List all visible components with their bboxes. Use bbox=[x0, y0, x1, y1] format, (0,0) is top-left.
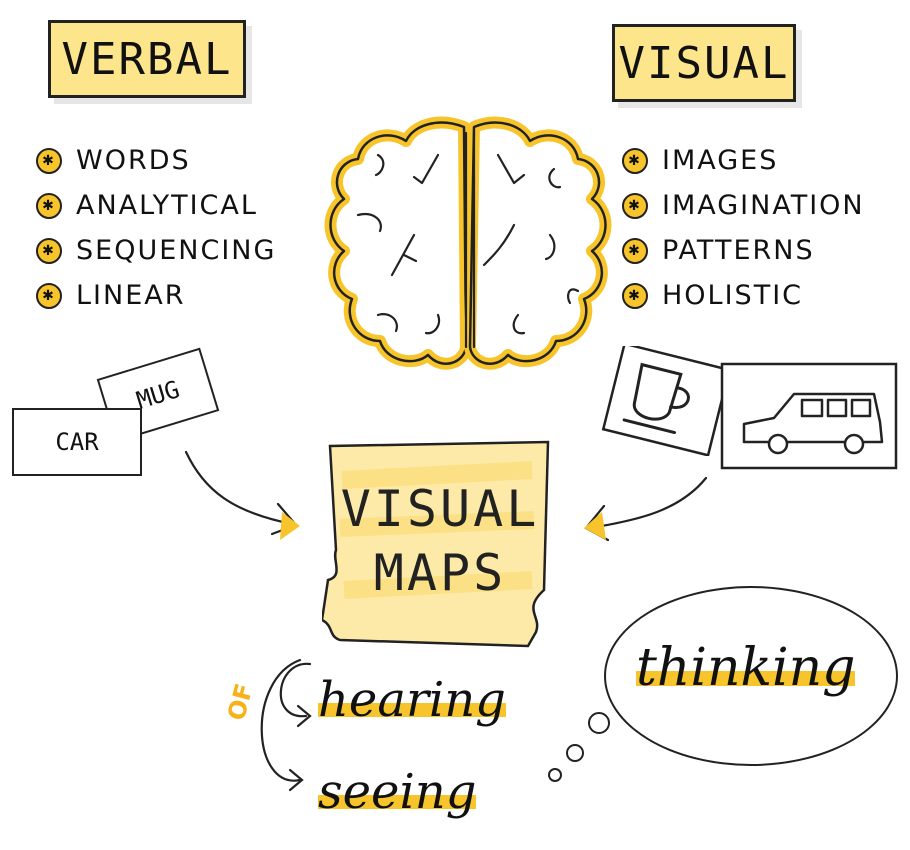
car-word-card: CAR bbox=[12, 408, 142, 476]
list-item: ✱ SEQUENCING bbox=[36, 228, 276, 273]
list-item: ✱ LINEAR bbox=[36, 273, 276, 318]
list-item-label: IMAGES bbox=[662, 145, 779, 176]
visual-title: VISUAL bbox=[618, 37, 790, 89]
list-item-label: SEQUENCING bbox=[76, 235, 277, 266]
list-item: ✱ HOLISTIC bbox=[622, 273, 865, 318]
list-item-label: LINEAR bbox=[76, 280, 186, 311]
list-item-label: IMAGINATION bbox=[662, 190, 865, 221]
thought-bubble-dot-large bbox=[588, 712, 610, 734]
verbal-list: ✱ WORDS ✱ ANALYTICAL ✱ SEQUENCING ✱ LINEAR bbox=[36, 138, 276, 318]
list-item-label: WORDS bbox=[76, 145, 191, 176]
car-icon bbox=[742, 392, 884, 455]
verbal-title: VERBAL bbox=[61, 33, 233, 85]
list-item: ✱ IMAGINATION bbox=[622, 183, 865, 228]
verbal-title-box: VERBAL bbox=[48, 20, 246, 98]
list-item-label: HOLISTIC bbox=[662, 280, 804, 311]
asterisk-icon: ✱ bbox=[622, 282, 648, 309]
asterisk-icon: ✱ bbox=[36, 192, 62, 219]
thinking-word: thinking bbox=[636, 638, 856, 698]
asterisk-icon: ✱ bbox=[36, 282, 62, 309]
arrow-to-seeing bbox=[260, 658, 302, 782]
seeing-word: seeing bbox=[318, 764, 477, 820]
car-picture-card bbox=[720, 362, 898, 470]
list-item: ✱ ANALYTICAL bbox=[36, 183, 276, 228]
list-item: ✱ IMAGES bbox=[622, 138, 865, 183]
center-title-line2: MAPS bbox=[373, 544, 507, 602]
mug-icon bbox=[622, 362, 690, 435]
brain-icon bbox=[324, 116, 612, 370]
visual-title-box: VISUAL bbox=[612, 24, 796, 102]
list-item-label: ANALYTICAL bbox=[76, 190, 258, 221]
arrow-to-hearing bbox=[279, 662, 312, 718]
thought-bubble-dot-small bbox=[548, 768, 562, 782]
list-item: ✱ PATTERNS bbox=[622, 228, 865, 273]
asterisk-icon: ✱ bbox=[622, 237, 648, 264]
car-word-label: CAR bbox=[55, 428, 99, 456]
asterisk-icon: ✱ bbox=[36, 237, 62, 264]
list-item-label: PATTERNS bbox=[662, 235, 815, 266]
asterisk-icon: ✱ bbox=[622, 192, 648, 219]
mug-picture-card bbox=[601, 346, 731, 456]
hearing-word: hearing bbox=[318, 672, 506, 728]
center-title-line1: VISUAL bbox=[340, 480, 540, 538]
list-item: ✱ WORDS bbox=[36, 138, 276, 183]
visual-maps-paper bbox=[322, 440, 550, 648]
asterisk-icon: ✱ bbox=[36, 147, 62, 174]
arrow-left-to-center bbox=[184, 450, 294, 526]
arrow-right-to-center bbox=[588, 476, 708, 530]
asterisk-icon: ✱ bbox=[622, 147, 648, 174]
thought-bubble-dot-medium bbox=[566, 744, 584, 762]
visual-list: ✱ IMAGES ✱ IMAGINATION ✱ PATTERNS ✱ HOLISTIC bbox=[622, 138, 865, 318]
